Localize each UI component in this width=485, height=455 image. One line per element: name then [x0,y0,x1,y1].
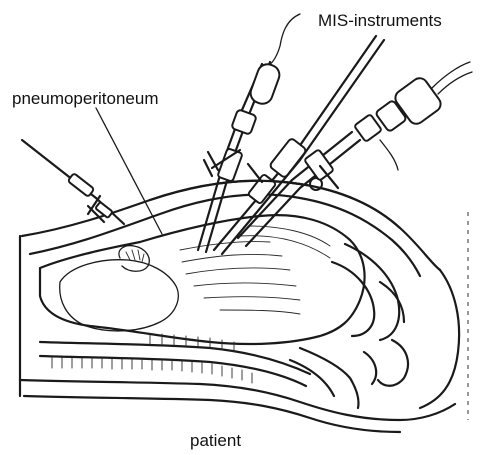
left-needle-instrument [22,140,124,224]
spine [40,334,310,386]
patient-label: patient [190,432,241,449]
instruments-label: MIS-instruments [318,12,442,29]
trocar-instrument-2 [214,36,384,254]
pelvic-organs [290,244,408,408]
pneumoperitoneum-label: pneumoperitoneum [12,90,158,107]
